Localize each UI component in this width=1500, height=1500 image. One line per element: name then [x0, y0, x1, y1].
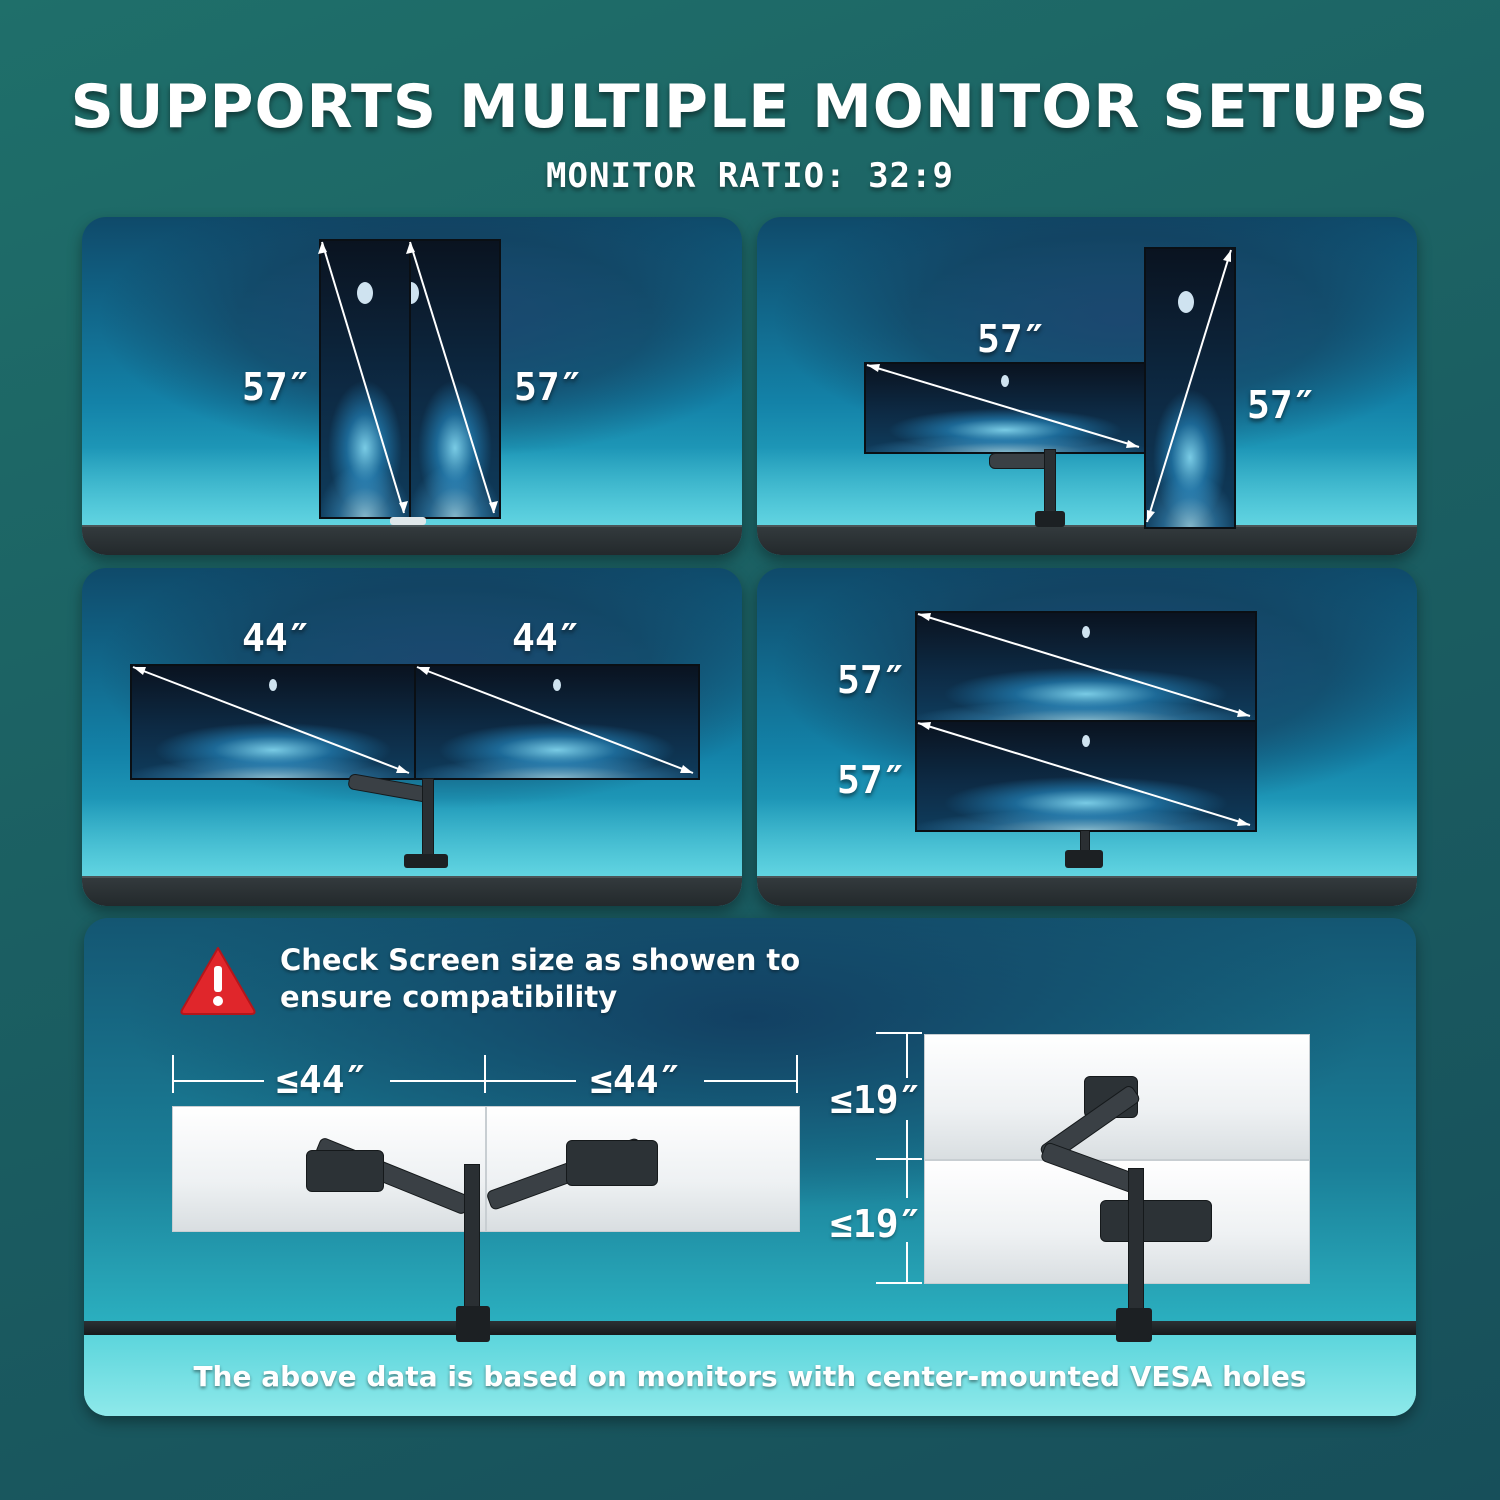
dimension-line — [704, 1080, 798, 1082]
monitor-base — [390, 517, 426, 525]
monitor-top — [915, 611, 1257, 723]
panel-stacked-landscape: 57″ 57″ — [757, 568, 1417, 906]
monitor-landscape — [864, 362, 1146, 454]
panel-dual-portrait: 57″ 57″ — [82, 217, 742, 555]
dimension-line — [906, 1242, 908, 1284]
size-label-top: 57″ — [837, 658, 906, 702]
dimension-tick — [796, 1055, 798, 1093]
monitor-bottom — [915, 720, 1257, 832]
monitor-portrait-right — [409, 239, 501, 519]
size-label-left: 57″ — [242, 365, 311, 409]
size-label-top: 57″ — [977, 317, 1046, 361]
diagonal-arrows — [917, 613, 1251, 826]
desk-clamp — [404, 854, 448, 868]
height-label-bottom: ≤19″ — [830, 1202, 922, 1246]
width-label-right: ≤44″ — [590, 1058, 682, 1102]
diagonal-arrows — [132, 666, 694, 774]
diagonal-arrows — [318, 241, 498, 514]
dimension-line — [906, 1032, 908, 1078]
mount-pole-right — [1128, 1168, 1144, 1318]
page-subtitle: MONITOR RATIO: 32:9 — [546, 156, 954, 196]
vesa-plate-right — [566, 1140, 658, 1186]
size-label-right: 57″ — [1247, 383, 1316, 427]
vesa-note: The above data is based on monitors with… — [193, 1360, 1307, 1393]
desk-clamp-left — [456, 1306, 490, 1342]
desk-surface — [82, 876, 742, 906]
panel-dual-landscape: 44″ 44″ — [82, 568, 742, 906]
dimension-tick — [876, 1158, 922, 1160]
desk-clamp — [1065, 850, 1103, 868]
diagonal-arrows — [866, 249, 1232, 523]
dimension-tick — [484, 1055, 486, 1093]
height-label-top: ≤19″ — [830, 1078, 922, 1122]
desk-clamp — [1035, 511, 1065, 527]
compatibility-panel: Check Screen size as showen to ensure co… — [84, 918, 1416, 1416]
warning-message: Check Screen size as showen to ensure co… — [280, 942, 800, 1016]
width-label-left: ≤44″ — [276, 1058, 368, 1102]
desk-edge — [84, 1321, 1416, 1335]
page-title: SUPPORTS MULTIPLE MONITOR SETUPS — [70, 72, 1430, 142]
dimension-line — [172, 1080, 264, 1082]
desk-surface — [757, 876, 1417, 906]
dimension-line — [390, 1080, 576, 1082]
dimension-tick — [876, 1282, 922, 1284]
desk-surface — [757, 525, 1417, 555]
size-label-left: 44″ — [242, 616, 311, 660]
size-label-right: 44″ — [512, 616, 581, 660]
desk-clamp-right — [1116, 1308, 1152, 1342]
warning-triangle-icon — [180, 947, 256, 1015]
monitor-portrait-left — [319, 239, 411, 519]
vesa-plate-bottom — [1100, 1200, 1212, 1242]
warning-line-2: ensure compatibility — [280, 980, 618, 1014]
vesa-plate-left — [306, 1150, 384, 1192]
dimension-line — [906, 1120, 908, 1198]
dimension-tick — [876, 1032, 922, 1034]
size-label-right: 57″ — [514, 365, 583, 409]
warning-line-1: Check Screen size as showen to — [280, 943, 801, 977]
desk-surface — [82, 525, 742, 555]
dimension-tick — [172, 1055, 174, 1093]
panel-landscape-portrait: 57″ 57″ — [757, 217, 1417, 555]
size-label-bottom: 57″ — [837, 758, 906, 802]
monitor-landscape-left — [130, 664, 416, 780]
mount-pole-left — [464, 1164, 480, 1316]
